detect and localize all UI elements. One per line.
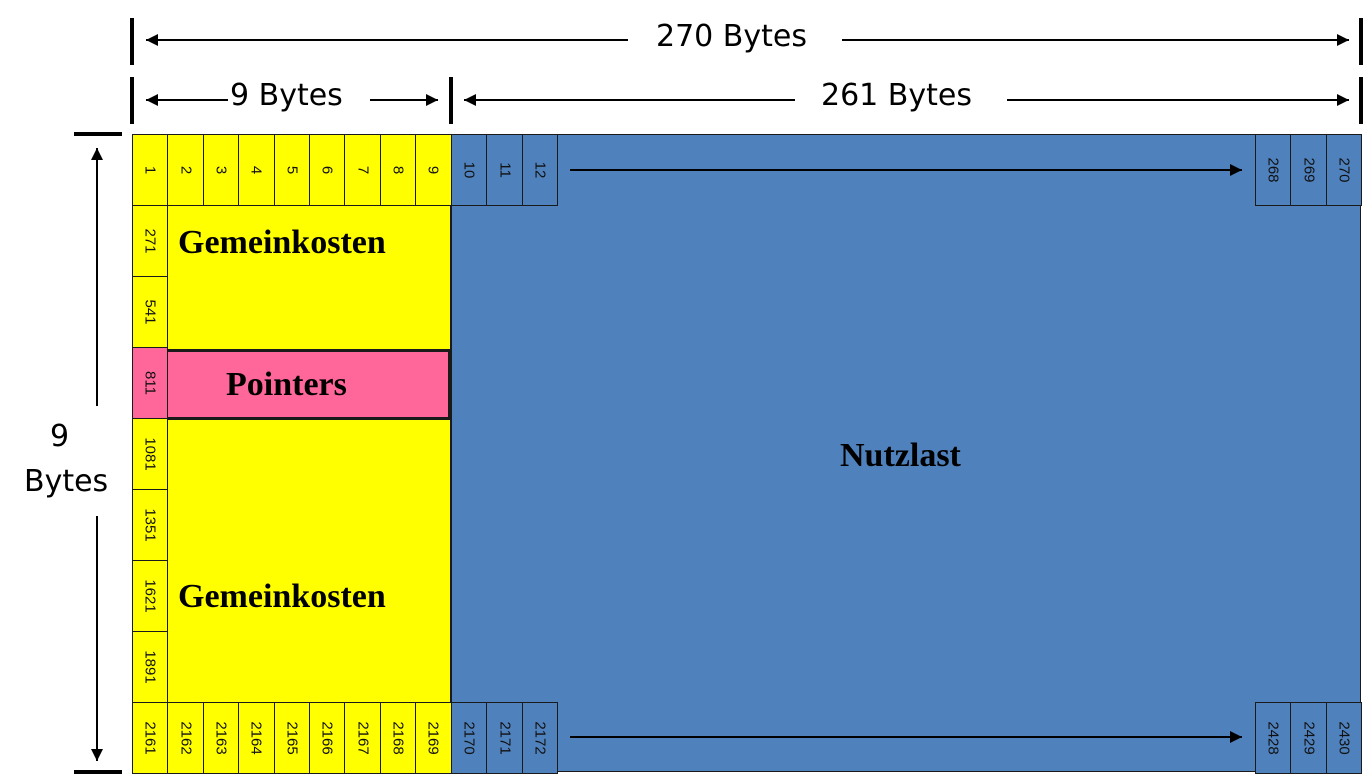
byte-cell: 270 bbox=[1325, 134, 1363, 206]
dim-bar-height-top bbox=[74, 132, 122, 136]
byte-cell: 2430 bbox=[1325, 702, 1363, 774]
pointers-label: Pointers bbox=[226, 366, 347, 403]
byte-cell: 1891 bbox=[132, 631, 169, 703]
byte-cell: 1351 bbox=[132, 489, 169, 561]
byte-cell: 2170 bbox=[451, 702, 488, 774]
byte-cell: 268 bbox=[1255, 134, 1292, 206]
byte-cell: 811 bbox=[132, 347, 169, 419]
byte-cell: 2162 bbox=[167, 702, 204, 774]
payload-area bbox=[451, 134, 1361, 772]
total-width-label: 270 Bytes bbox=[656, 19, 807, 54]
overhead-width-label: 9 Bytes bbox=[230, 78, 343, 113]
dim-bar-split-mid bbox=[449, 77, 453, 124]
overhead-top-label: Gemeinkosten bbox=[178, 224, 386, 261]
byte-cell: 9 bbox=[415, 134, 452, 206]
byte-cell: 2165 bbox=[273, 702, 310, 774]
byte-cell: 2167 bbox=[344, 702, 381, 774]
byte-cell: 269 bbox=[1290, 134, 1327, 206]
byte-cell: 541 bbox=[132, 276, 169, 348]
byte-cell: 7 bbox=[344, 134, 381, 206]
byte-cell: 2428 bbox=[1255, 702, 1292, 774]
dim-bar-right-top bbox=[1359, 18, 1363, 65]
dim-bar-height-bottom bbox=[74, 770, 122, 774]
payload-width-label: 261 Bytes bbox=[821, 78, 972, 113]
overhead-area bbox=[132, 134, 451, 772]
byte-cell: 2161 bbox=[132, 702, 169, 774]
byte-cell: 5 bbox=[273, 134, 310, 206]
byte-cell: 2163 bbox=[202, 702, 240, 774]
height-label-unit: Bytes bbox=[24, 464, 109, 499]
byte-cell: 12 bbox=[521, 134, 559, 206]
height-label-number: 9 bbox=[50, 419, 70, 454]
overhead-bottom-label: Gemeinkosten bbox=[178, 578, 386, 615]
byte-cell: 2169 bbox=[415, 702, 452, 774]
byte-cell: 271 bbox=[132, 205, 169, 277]
pointers-area bbox=[132, 349, 451, 420]
byte-cell: 4 bbox=[238, 134, 275, 206]
dim-bar-right-mid bbox=[1359, 77, 1363, 124]
payload-label: Nutzlast bbox=[840, 437, 961, 474]
byte-cell: 6 bbox=[309, 134, 346, 206]
byte-cell: 2172 bbox=[521, 702, 559, 774]
dim-bar-left-top bbox=[130, 18, 134, 65]
byte-cell: 2 bbox=[167, 134, 204, 206]
dim-bar-left-mid bbox=[130, 77, 134, 124]
